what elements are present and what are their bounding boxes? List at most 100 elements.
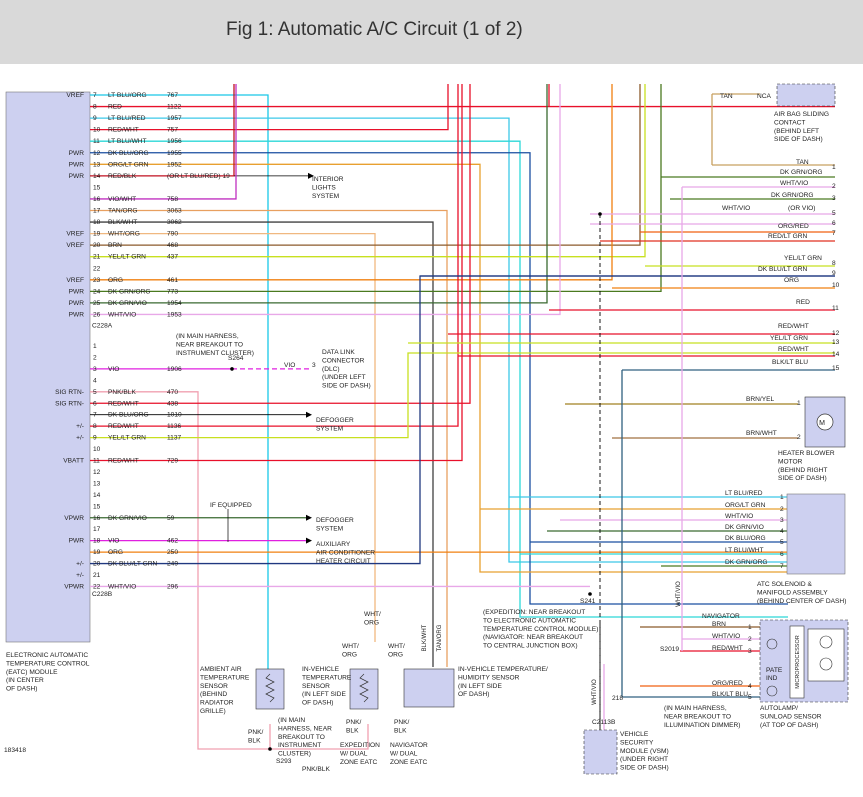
right-wire-color-label: DK GRN/ORG	[771, 192, 814, 199]
right-wire-number: 1	[832, 164, 836, 171]
autolamp-pin-number: 5	[748, 694, 752, 701]
vsm-label: VEHICLE	[620, 731, 649, 738]
atc-pin-number: 6	[780, 551, 784, 558]
humidity-sensor-label: IN-VEHICLE TEMPERATURE/	[458, 666, 548, 673]
dlc-wire-label: VIO	[284, 362, 295, 369]
wire-color-label: WHT/VIO	[108, 311, 136, 318]
pin-number: 3	[93, 366, 97, 373]
wht-org-label: ORG	[342, 651, 357, 658]
right-wire-number: 3	[832, 195, 836, 202]
pin-number: 25	[93, 300, 101, 307]
s2019-note: ILLUMINATION DIMMER)	[664, 722, 740, 729]
wire-color-label: RED	[108, 104, 122, 111]
autolamp-label: (AT TOP OF DASH)	[760, 722, 818, 729]
pnk-blk-split-label: PNK/	[346, 719, 362, 726]
defogger2-label: SYSTEM	[316, 525, 343, 532]
right-wire-number: 10	[832, 282, 840, 289]
figure-title: Fig 1: Automatic A/C Circuit (1 of 2)	[226, 19, 523, 40]
pin-function-label: PWR	[69, 300, 85, 307]
tan-org-vertical-label: TAN/ORG	[437, 624, 443, 651]
pin-number: 9	[93, 435, 97, 442]
defogger2-arrow-icon	[306, 514, 312, 521]
pin-function-label: +/-	[76, 435, 84, 442]
pin-function-label: PWR	[69, 538, 85, 545]
atc-wire-label: DK GRN/VIO	[725, 524, 764, 531]
right-wire-number: 8	[832, 260, 836, 267]
heater-blower-label: SIDE OF DASH)	[778, 475, 827, 482]
splice-dot-icon	[588, 592, 592, 596]
splice-dot-icon	[598, 212, 602, 216]
right-wire-color-label: ORG	[784, 277, 799, 284]
eatc-module-label: (IN CENTER	[6, 677, 44, 684]
aux-ac-arrow-icon	[306, 537, 312, 544]
pnk-blk-split-label: PNK/	[394, 719, 410, 726]
right-wire-color-label: ORG/RED	[778, 223, 809, 230]
pin-number: 22	[93, 265, 101, 272]
atc-wire-label: DK BLU/ORG	[725, 535, 766, 542]
pin-number: 19	[93, 231, 101, 238]
main-harness-note: INSTRUMENT CLUSTER)	[176, 350, 254, 357]
heater-blower-label: MOTOR	[778, 458, 803, 465]
pnk-blk-split-label: BLK	[346, 727, 359, 734]
connector-label-c228a: C228A	[92, 323, 113, 330]
expedition-dual-label: ZONE EATC	[340, 759, 377, 766]
s2019-label: S2019	[660, 646, 679, 653]
autolamp-wire-label: BLK/LT BLU	[712, 691, 748, 698]
autolamp-label: AUTOLAMP/	[760, 705, 798, 712]
wire-218-label: 218	[612, 695, 623, 702]
main-harness-note: NEAR BREAKOUT TO	[176, 341, 243, 348]
right-wire-color-label: RED/LT GRN	[768, 233, 808, 240]
s293-note: (IN MAIN	[278, 717, 305, 724]
circuit-number: 1906	[167, 366, 182, 373]
right-wire-number: 7	[832, 230, 836, 237]
pin-number: 14	[93, 173, 101, 180]
pin-number: 6	[93, 400, 97, 407]
pin-function-label: SIG RTN-	[55, 389, 84, 396]
circuit-number: 461	[167, 277, 178, 284]
wire-color-label: YEL/LT GRN	[108, 254, 146, 261]
ambient-sensor-label: AMBIENT AIR	[200, 666, 242, 673]
pin-number: 4	[93, 377, 97, 384]
s293-note: CLUSTER)	[278, 751, 311, 758]
circuit-number: 249	[167, 561, 178, 568]
atc-wire-label: WHT/VIO	[725, 513, 753, 520]
circuit-number: 1954	[167, 300, 182, 307]
circuit-number: 462	[167, 538, 178, 545]
blk-wht-vertical-label: BLK/WHT	[422, 624, 428, 651]
pin-function-label: VPWR	[64, 515, 84, 522]
pin-number: 12	[93, 150, 101, 157]
circuit-number: 250	[167, 549, 178, 556]
wire-group	[90, 84, 835, 751]
right-wire-number: 12	[832, 330, 840, 337]
wire-red-wht	[90, 84, 449, 131]
s241-note: TO CENTRAL JUNCTION BOX)	[483, 643, 578, 650]
s293-note: HARNESS, NEAR	[278, 725, 332, 732]
pin-number: 15	[93, 184, 101, 191]
circuit-number: 1953	[167, 311, 182, 318]
defogger-label: SYSTEM	[316, 425, 343, 432]
splice-dot-icon	[230, 367, 234, 371]
wire-wht-org	[90, 232, 376, 642]
right-wire-number: 5	[832, 210, 836, 217]
pin-number: 21	[93, 572, 101, 579]
atc-pin-number: 4	[780, 528, 784, 535]
autolamp-wire-label: BRN	[712, 621, 726, 628]
pin-number: 20	[93, 242, 101, 249]
circuit-number: 767	[167, 92, 178, 99]
pin-function-label: +/-	[76, 423, 84, 430]
wire-color-label: WHT/VIO	[108, 583, 136, 590]
atc-pin-number: 1	[780, 494, 784, 501]
pin-number: 11	[93, 138, 100, 145]
wire-color-label: DK GRN/VIO	[108, 300, 147, 307]
circuit-number: 438	[167, 400, 178, 407]
wire-dk-blu-org	[90, 152, 788, 605]
wht-org-label: WHT/	[388, 643, 405, 650]
pate-label: PATE	[766, 667, 783, 674]
figure-header: Fig 1: Automatic A/C Circuit (1 of 2)	[0, 0, 863, 64]
s293-note: INSTRUMENT	[278, 742, 321, 749]
circuit-number: 729	[167, 458, 178, 465]
autolamp-wire-label: ORG/RED	[712, 680, 743, 687]
invehicle-temp-label: TEMPERATURE	[302, 674, 352, 681]
wht-vio-vsm-label: WHT/VIO	[592, 679, 598, 705]
